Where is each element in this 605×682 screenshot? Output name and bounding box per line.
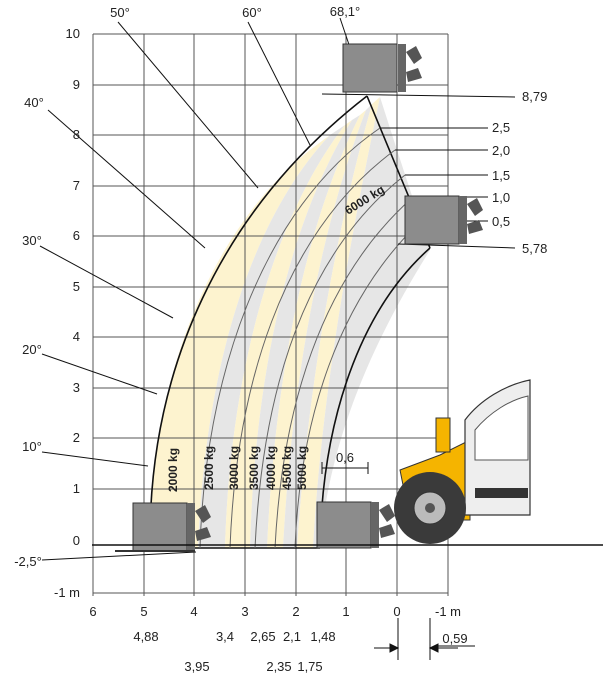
y-tick: 10 bbox=[66, 26, 80, 41]
angle-label: 30° bbox=[22, 233, 42, 248]
x-tick: 2 bbox=[292, 604, 299, 619]
y-tick: 4 bbox=[73, 329, 80, 344]
x-tick: 4 bbox=[190, 604, 197, 619]
fork-block-top bbox=[342, 43, 422, 93]
zone-3000 bbox=[225, 120, 352, 548]
fork-block-near bbox=[316, 501, 395, 549]
reach-label: 4,88 bbox=[133, 629, 158, 644]
zone-label-5000: 5000 kg bbox=[295, 446, 309, 490]
reach-label: 2,1 bbox=[283, 629, 301, 644]
y-tick: 0 bbox=[73, 533, 80, 548]
extension-labels: 2,5 2,0 1,5 1,0 0,5 bbox=[492, 120, 510, 229]
curve-2-5 bbox=[199, 127, 381, 549]
x-tick: 6 bbox=[89, 604, 96, 619]
lower-height-label: 5,78 bbox=[522, 241, 547, 256]
x-tick-labels: 6 5 4 3 2 1 0 -1 m bbox=[89, 604, 461, 619]
angle-label: 50° bbox=[110, 5, 130, 20]
leader-60 bbox=[247, 21, 311, 146]
lower-height-line bbox=[397, 243, 516, 249]
x-tick: 5 bbox=[140, 604, 147, 619]
extension-label: 2,5 bbox=[492, 120, 510, 135]
reach-label: 1,48 bbox=[310, 629, 335, 644]
extension-label: 2,0 bbox=[492, 143, 510, 158]
leader-30 bbox=[39, 245, 174, 319]
height-labels: 8,79 5,78 bbox=[522, 89, 547, 256]
dimension-0-6 bbox=[321, 462, 369, 474]
overhang-arrows bbox=[374, 618, 458, 660]
reach-label: 2,35 bbox=[266, 659, 291, 674]
angle-label: -2,5° bbox=[14, 554, 42, 569]
reach-label: 1,75 bbox=[297, 659, 322, 674]
dimension-label: 0,6 bbox=[336, 450, 354, 465]
fork-loads bbox=[115, 43, 483, 552]
x-tick: 0 bbox=[393, 604, 400, 619]
max-height-line bbox=[321, 93, 516, 98]
fork-block-far bbox=[115, 502, 211, 552]
leader-minus-2-5 bbox=[41, 551, 197, 561]
angle-labels: 68,1° 60° 50° 40° 30° 20° 10° -2,5° bbox=[14, 4, 360, 569]
leader-40 bbox=[47, 109, 206, 249]
y-tick: -1 m bbox=[54, 585, 80, 600]
outer-envelope bbox=[149, 95, 368, 549]
angle-label: 68,1° bbox=[330, 4, 361, 19]
angle-label: 10° bbox=[22, 439, 42, 454]
zone-5000 bbox=[297, 97, 380, 548]
fork-block-lower bbox=[404, 195, 483, 245]
zone-label-2500: 2500 kg bbox=[202, 446, 216, 490]
zone-label-2000: 2000 kg bbox=[166, 448, 180, 492]
y-tick: 6 bbox=[73, 228, 80, 243]
machine-front bbox=[394, 379, 531, 544]
x-tick: -1 m bbox=[435, 604, 461, 619]
y-tick: 1 bbox=[73, 481, 80, 496]
zone-2000 bbox=[150, 135, 330, 548]
leader-20 bbox=[41, 353, 158, 395]
angle-label: 20° bbox=[22, 342, 42, 357]
zone-2500 bbox=[198, 125, 345, 548]
wheel-center bbox=[425, 503, 435, 513]
curve-1-5 bbox=[254, 174, 406, 549]
zone-label-3500: 3500 kg bbox=[247, 446, 261, 490]
reach-label: 2,65 bbox=[250, 629, 275, 644]
cab-window bbox=[474, 395, 529, 461]
cab-step bbox=[475, 488, 528, 498]
extension-label: 1,0 bbox=[492, 190, 510, 205]
overhang-value: 0,59 bbox=[442, 631, 467, 646]
y-tick-labels: 10 9 8 7 6 5 4 3 2 1 0 -1 m bbox=[54, 26, 80, 600]
y-tick: 5 bbox=[73, 279, 80, 294]
angle-label: 40° bbox=[24, 95, 44, 110]
y-tick: 7 bbox=[73, 178, 80, 193]
curve-0-5 bbox=[294, 221, 421, 549]
y-tick: 3 bbox=[73, 380, 80, 395]
reach-label: 3,4 bbox=[216, 629, 234, 644]
y-tick: 2 bbox=[73, 430, 80, 445]
zone-4500 bbox=[283, 104, 372, 548]
x-tick: 3 bbox=[241, 604, 248, 619]
height-leaders bbox=[321, 93, 516, 249]
reach-label: 3,95 bbox=[184, 659, 209, 674]
curve-1-0 bbox=[274, 197, 413, 549]
inner-envelope bbox=[319, 247, 431, 549]
curve-2-0 bbox=[229, 149, 396, 549]
zone-label-4000: 4000 kg bbox=[264, 446, 278, 490]
extension-label: 0,5 bbox=[492, 214, 510, 229]
leader-50 bbox=[117, 21, 259, 189]
zone-label-3000: 3000 kg bbox=[227, 446, 241, 490]
reach-labels: 4,88 3,95 3,4 2,65 2,35 2,1 1,75 1,48 bbox=[133, 629, 335, 674]
leader-10 bbox=[41, 451, 149, 467]
angle-label: 60° bbox=[242, 5, 262, 20]
x-tick: 1 bbox=[342, 604, 349, 619]
mast-mount bbox=[435, 417, 451, 453]
y-tick: 9 bbox=[73, 77, 80, 92]
y-tick: 8 bbox=[73, 127, 80, 142]
zone-3500 bbox=[250, 115, 360, 548]
zone-label-4500: 4500 kg bbox=[280, 446, 294, 490]
max-height-label: 8,79 bbox=[522, 89, 547, 104]
extension-label: 1,5 bbox=[492, 168, 510, 183]
